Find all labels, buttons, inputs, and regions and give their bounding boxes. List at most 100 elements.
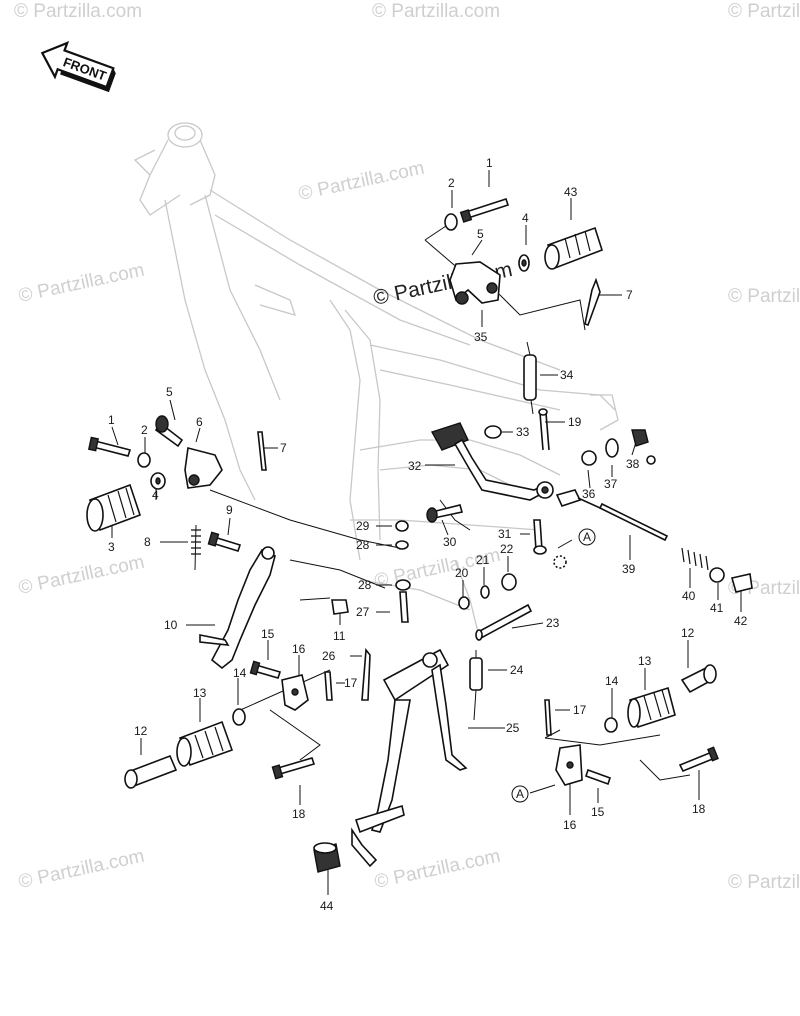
callout-21: 21 (476, 553, 490, 567)
callout-23: 23 (546, 616, 560, 630)
callout-9: 9 (226, 503, 233, 517)
bolt-27 (399, 591, 409, 623)
callout-1: 1 (108, 413, 115, 427)
callout-37: 37 (604, 477, 618, 491)
callout-32: 32 (408, 459, 422, 473)
callout-35: 35 (474, 330, 488, 344)
callout-6: 6 (196, 415, 203, 429)
center-stand-25 (351, 647, 483, 868)
washer-21 (480, 585, 490, 599)
bolt-18-left (276, 757, 316, 775)
washer-28 (395, 540, 409, 550)
bolt-1-left (91, 440, 132, 457)
callout-26: 26 (322, 649, 336, 663)
watermark-text: © Partzilla.com (17, 552, 147, 599)
frame-outline (133, 122, 619, 641)
cotter-pin-7-upper (584, 277, 601, 327)
side-stand (191, 524, 276, 670)
callout-16: 16 (563, 818, 577, 832)
callout-17: 17 (573, 703, 587, 717)
callout-22: 22 (500, 542, 514, 556)
callout-16: 16 (292, 642, 306, 656)
callout-44: 44 (320, 899, 334, 913)
brake-pedal-32 (430, 408, 554, 501)
nut-41 (709, 567, 725, 583)
watermark-layer: © Partzilla.com © Partzilla.com © Partzi… (14, 1, 800, 893)
callout-28: 28 (358, 578, 372, 592)
callout-27: 27 (356, 605, 370, 619)
front-arrow-shadow (60, 68, 116, 93)
callout-A: A (516, 787, 524, 801)
cotter-pin-7-left (257, 431, 267, 471)
brake-rod-parts (555, 429, 669, 542)
callout-5: 5 (166, 385, 173, 399)
callout-15: 15 (261, 627, 275, 641)
callout-19: 19 (568, 415, 582, 429)
nut-33 (484, 425, 502, 439)
callout-8: 8 (144, 535, 151, 549)
watermark-text: © Partzilla.com (17, 260, 147, 307)
callout-43: 43 (564, 185, 578, 199)
washer-14-left (232, 708, 246, 726)
callout-A: A (583, 530, 591, 544)
callout-12: 12 (134, 724, 148, 738)
callout-14: 14 (233, 666, 247, 680)
callout-A-circle (511, 785, 529, 803)
bolt-15-right (584, 768, 612, 786)
callout-7: 7 (626, 288, 633, 302)
watermark-text: © Partzilla.com (728, 872, 800, 893)
cotter-17-left (324, 671, 333, 701)
center-hardware (331, 504, 567, 623)
washer-2-left (137, 452, 151, 468)
cotter-17-right (544, 699, 552, 736)
callout-33: 33 (516, 425, 530, 439)
callout-2: 2 (141, 423, 148, 437)
callout-31: 31 (498, 527, 512, 541)
bolt-1-upper (464, 197, 510, 220)
callout-38: 38 (626, 457, 640, 471)
callout-39: 39 (622, 562, 636, 576)
callout-5: 5 (477, 227, 484, 241)
assembly-lines (209, 221, 691, 781)
rear-footrest-left (124, 660, 333, 789)
callout-36: 36 (582, 487, 596, 501)
side-stand-10 (210, 548, 276, 670)
callout-3: 3 (108, 540, 115, 554)
callout-15: 15 (591, 805, 605, 819)
watermark-text: © Partzilla.com (728, 286, 800, 307)
callout-42: 42 (734, 614, 748, 628)
callout-4: 4 (522, 211, 529, 225)
rear-footrest-right (444, 197, 603, 327)
washer-2-upper (444, 213, 458, 231)
watermark-text: © Partzilla.com (297, 158, 427, 205)
nut-29 (395, 520, 409, 532)
watermark-text: © Partzilla.com (372, 1, 500, 22)
callout-25: 25 (506, 721, 520, 735)
callout-18: 18 (692, 802, 706, 816)
callout-labels: 1 2 43 4 5 7 35 34 5 1 2 6 7 4 3 33 19 3… (108, 156, 748, 913)
callout-14: 14 (605, 674, 619, 688)
callout-18: 18 (292, 807, 306, 821)
washer-20 (458, 596, 470, 610)
callout-A-circle (578, 528, 596, 546)
rubber-44 (313, 842, 341, 873)
callout-7: 7 (280, 441, 287, 455)
callout-10: 10 (164, 618, 178, 632)
callout-29: 29 (356, 519, 370, 533)
watermark-text: © Partzilla.com (14, 1, 142, 22)
watermark-text: © Partzilla.com (728, 1, 800, 22)
nut-42 (730, 573, 753, 593)
callout-2: 2 (448, 176, 455, 190)
rod-end-parts (681, 547, 753, 593)
watermark-text: © Partzilla.com (17, 846, 147, 893)
washer-14-right (604, 717, 618, 733)
rear-footrest-right-lower (544, 664, 719, 786)
callout-24: 24 (510, 663, 524, 677)
washer-28b (395, 579, 411, 591)
nut-11 (331, 599, 349, 615)
callout-1: 1 (486, 156, 493, 170)
callout-30: 30 (443, 535, 457, 549)
callout-28: 28 (356, 538, 370, 552)
callout-41: 41 (710, 601, 724, 615)
